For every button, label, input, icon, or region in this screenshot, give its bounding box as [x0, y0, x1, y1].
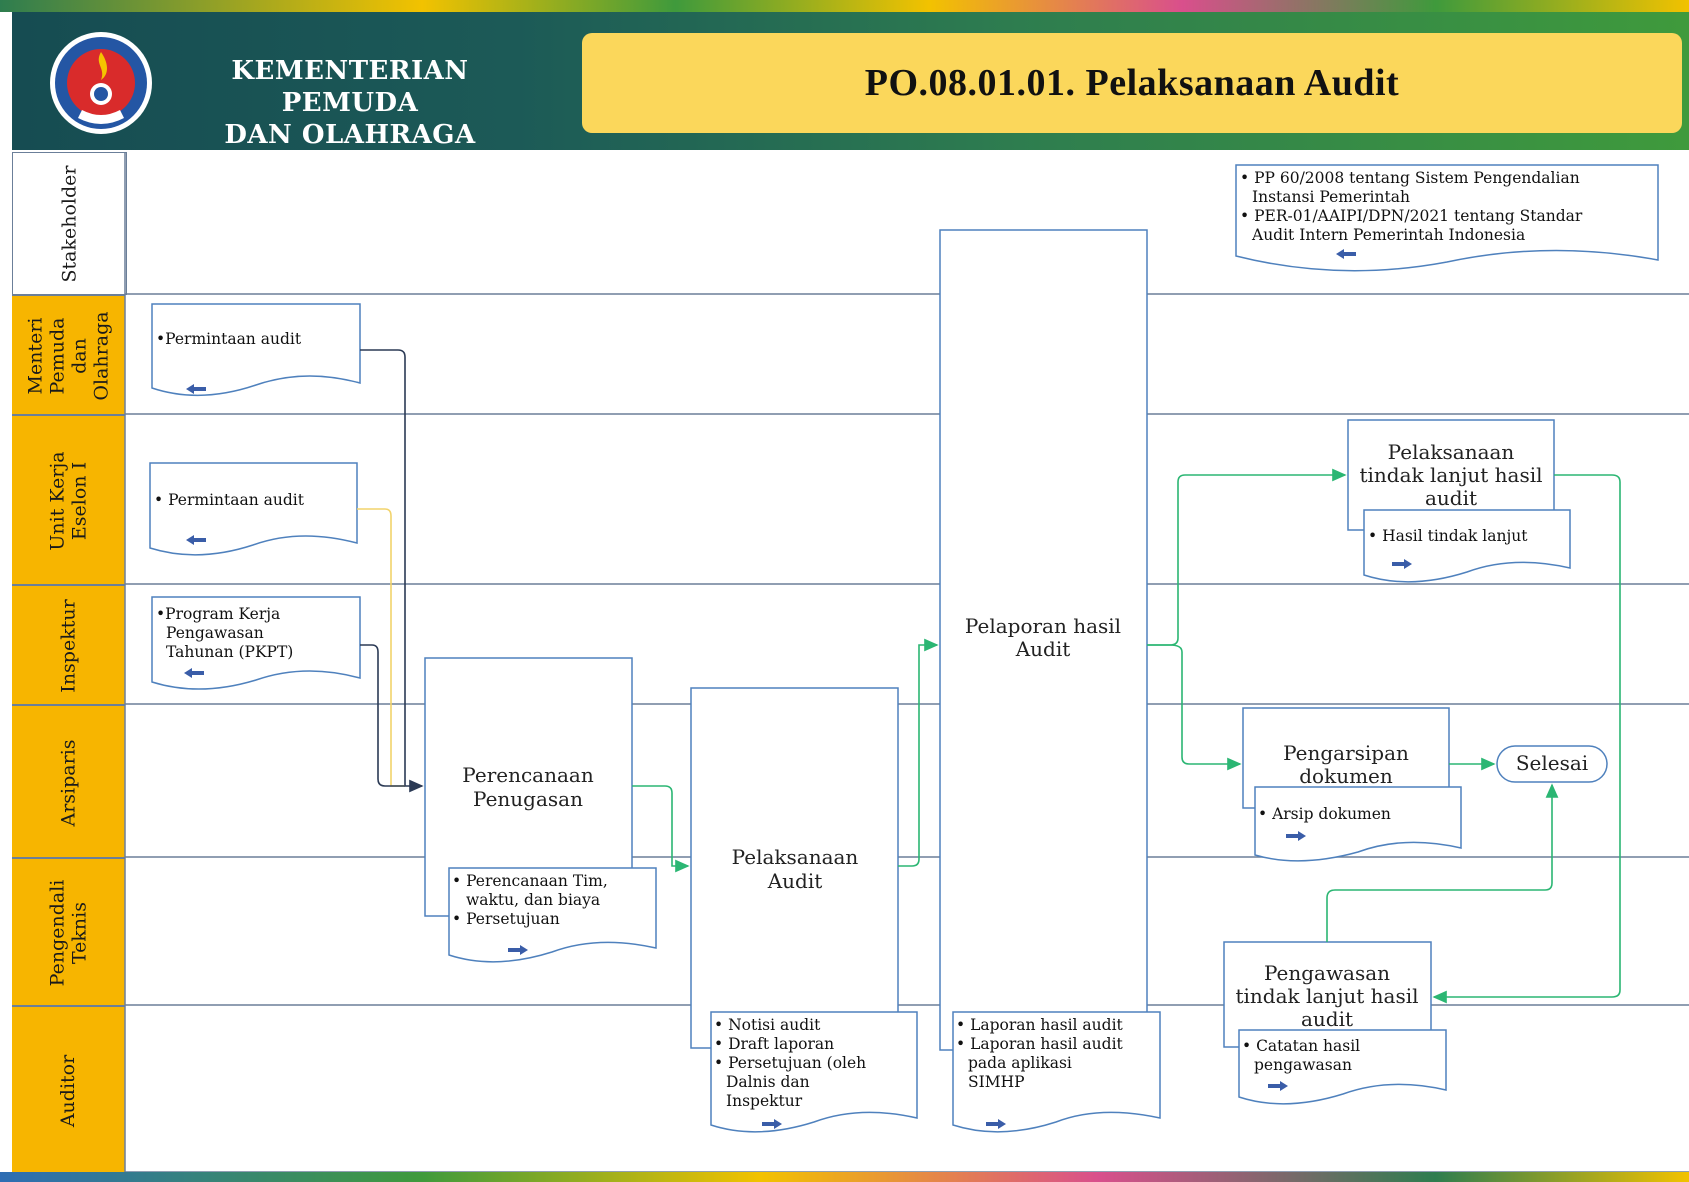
process-text: audit: [1301, 1007, 1353, 1031]
doc-stakeholder-references: [1235, 164, 1659, 272]
doc-line: Dalnis dan: [726, 1073, 810, 1091]
flow-pelaporan-to-pengarsipan: [1147, 644, 1242, 771]
doc-menteri-permintaan: [151, 303, 361, 397]
kemenpora-emblem-icon: [50, 32, 152, 134]
process-text: Pelaksanaan: [1388, 440, 1515, 464]
flow-pengawasan-to-selesai: [1326, 783, 1559, 942]
doc-pengawasan-output: [1238, 1029, 1447, 1105]
flow-menteri-to-perencanaan: [360, 349, 424, 793]
right-arrow-icon: [762, 1119, 782, 1129]
flow-unit-to-perencanaan: [357, 508, 405, 787]
left-arrow-icon: [186, 535, 206, 545]
doc-line: Instansi Pemerintah: [1252, 188, 1410, 206]
flow-perencanaan-to-pelaksanaan: [632, 785, 690, 873]
selesai-label: Selesai: [1516, 751, 1588, 775]
flow-pelaporan-to-tindak-lanjut: [1147, 468, 1347, 646]
doc-inspektur-pkpt: [151, 596, 361, 690]
doc-line: • Draft laporan: [714, 1035, 834, 1053]
doc-line: • Arsip dokumen: [1258, 805, 1391, 823]
doc-line: • Permintaan audit: [154, 491, 305, 509]
doc-tindak-lanjut-output: [1363, 509, 1571, 583]
process-text: tindak lanjut hasil: [1359, 463, 1542, 487]
process-text: Pengawasan: [1264, 961, 1390, 985]
doc-line: • Notisi audit: [714, 1016, 821, 1034]
process-text: audit: [1425, 486, 1477, 510]
right-arrow-icon: [508, 945, 528, 955]
process-text: Pengarsipan: [1283, 741, 1409, 765]
right-arrow-icon: [1392, 559, 1412, 569]
doc-line: • Perencanaan Tim,: [452, 872, 608, 890]
doc-unit-permintaan: [149, 462, 358, 556]
doc-pengarsipan-output: [1254, 786, 1462, 862]
lane-label-arsiparis: Arsiparis: [12, 704, 125, 859]
process-text: Pelaksanaan: [732, 845, 859, 869]
doc-line: • Hasil tindak lanjut: [1368, 527, 1528, 545]
title-box: PO.08.01.01. Pelaksanaan Audit: [582, 33, 1682, 133]
right-arrow-icon: [986, 1119, 1006, 1129]
process-text: tindak lanjut hasil: [1235, 984, 1418, 1008]
right-arrow-icon: [1268, 1081, 1288, 1091]
lane-label-menteri: Menteri Pemuda dan Olahraga: [12, 294, 125, 416]
doc-line: pengawasan: [1254, 1056, 1352, 1074]
organization-name: KEMENTERIAN PEMUDA DAN OLAHRAGA: [160, 55, 540, 151]
doc-line: • Laporan hasil audit: [956, 1035, 1124, 1053]
doc-line: waktu, dan biaya: [466, 891, 600, 909]
doc-perencanaan-output: [448, 867, 657, 963]
flow-pelaksanaan-to-pelaporan: [898, 638, 939, 867]
doc-line: • Persetujuan (oleh: [714, 1054, 866, 1072]
right-arrow-icon: [1286, 831, 1306, 841]
lane-label-pengendali-teknis: Pengendali Teknis: [12, 857, 125, 1007]
doc-line: •Program Kerja: [156, 605, 280, 623]
doc-line: • PP 60/2008 tentang Sistem Pengendalian: [1240, 169, 1580, 187]
flow-tindak-lanjut-to-pengawasan: [1432, 474, 1621, 1004]
doc-line: • Catatan hasil: [1242, 1037, 1360, 1055]
top-color-stripe: [0, 0, 1689, 12]
process-text: Penugasan: [473, 787, 583, 811]
lane-label-auditor: Auditor: [12, 1005, 125, 1174]
process-text: Perencanaan: [462, 763, 594, 787]
doc-pelaksanaan-output: [710, 1011, 918, 1133]
process-text: Audit: [1015, 637, 1071, 661]
left-arrow-icon: [186, 384, 206, 394]
doc-arrow-icons: [184, 249, 1412, 1129]
bottom-color-stripe: [0, 1172, 1689, 1182]
doc-pelaporan-output: [952, 1011, 1161, 1133]
process-text: Pelaporan hasil: [965, 614, 1121, 638]
doc-line: pada aplikasi: [968, 1054, 1072, 1072]
process-text: dokumen: [1299, 764, 1393, 788]
process-pelaksanaan-audit: [690, 687, 899, 1049]
org-line-1: KEMENTERIAN PEMUDA: [231, 56, 469, 118]
doc-line: • PER-01/AAIPI/DPN/2021 tentang Standar: [1240, 207, 1583, 225]
lane-label-inspektur: Inspektur: [12, 584, 125, 706]
process-pelaporan-hasil-audit: [939, 229, 1148, 1051]
left-arrow-icon: [1336, 249, 1356, 259]
doc-line: Inspektur: [726, 1092, 803, 1110]
org-line-2: DAN OLAHRAGA: [224, 120, 476, 150]
doc-line: SIMHP: [968, 1073, 1025, 1091]
doc-line: Pengawasan: [166, 624, 264, 642]
doc-line: Audit Intern Pemerintah Indonesia: [1251, 226, 1525, 244]
terminator-selesai: [1496, 745, 1608, 783]
doc-line: • Laporan hasil audit: [956, 1016, 1124, 1034]
process-text: Audit: [767, 869, 823, 893]
doc-line: Tahunan (PKPT): [166, 643, 293, 661]
flow-inspektur-to-perencanaan: [360, 644, 405, 787]
lane-label-unit-kerja: Unit Kerja Eselon I: [12, 414, 125, 586]
lane-label-stakeholder: Stakeholder: [12, 152, 127, 295]
left-arrow-icon: [184, 668, 204, 678]
page-title: PO.08.01.01. Pelaksanaan Audit: [864, 62, 1400, 104]
doc-line: •Permintaan audit: [156, 330, 302, 348]
doc-line: • Persetujuan: [452, 910, 560, 928]
